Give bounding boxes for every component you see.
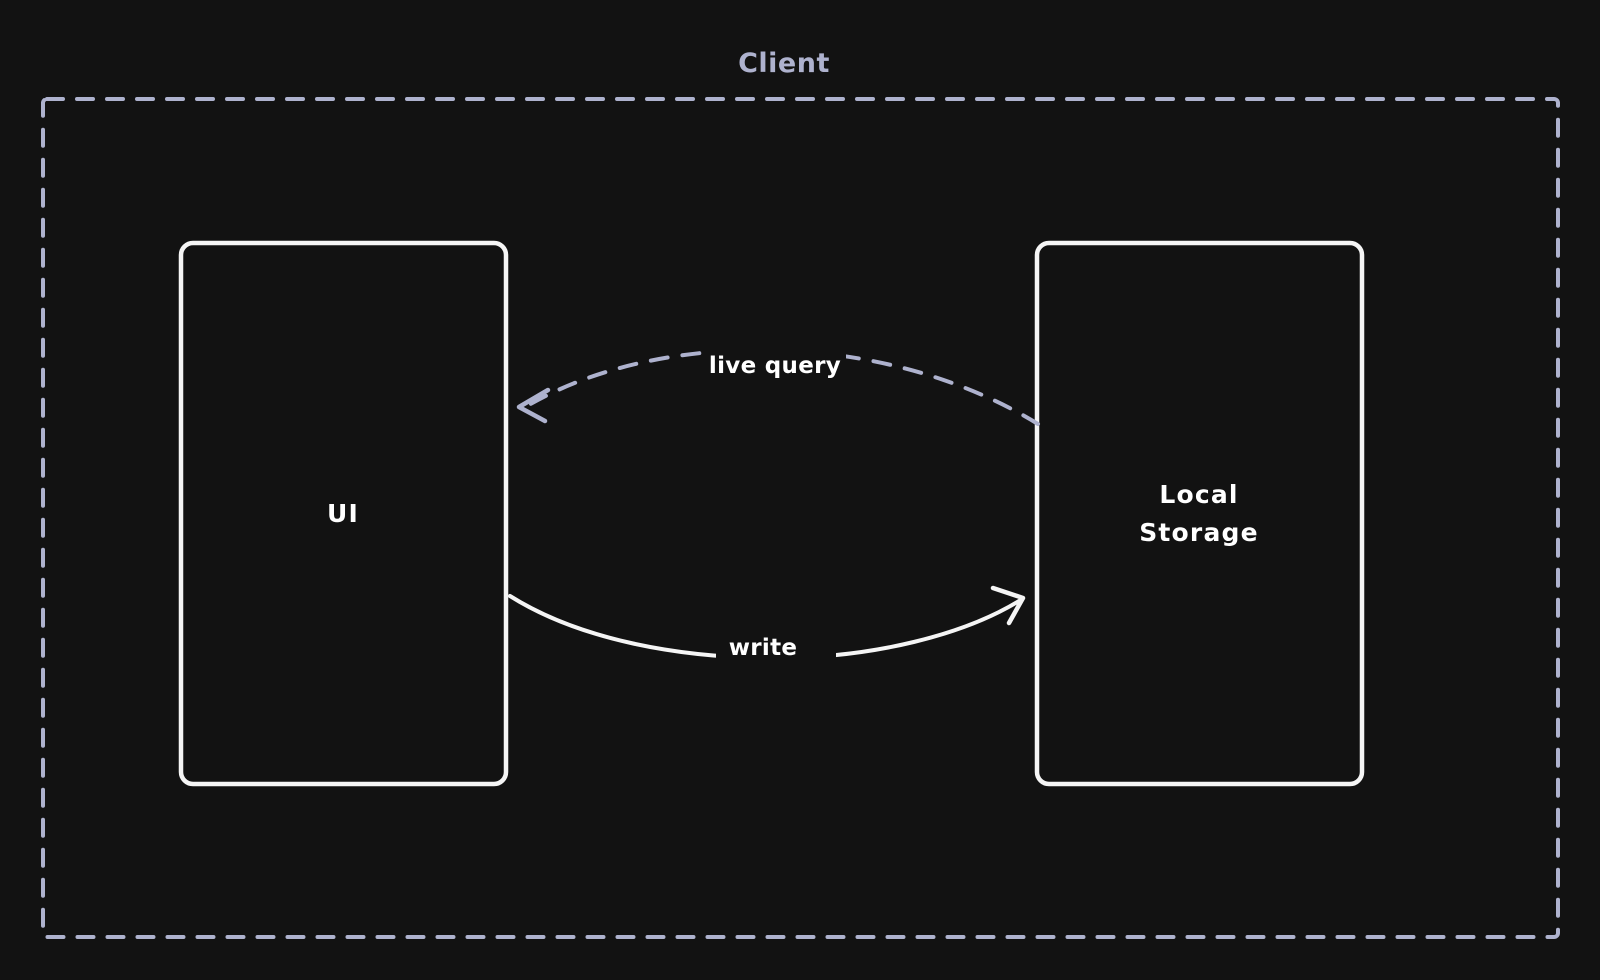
node-ui-box[interactable] [178, 240, 509, 787]
edge-write-label: write [729, 635, 798, 661]
client-boundary-rect [41, 97, 1560, 939]
edge-live-query-label: live query [709, 353, 841, 379]
group-title-client: Client [738, 48, 830, 79]
edge-write[interactable]: write [508, 585, 1026, 661]
node-ui[interactable]: UI [178, 240, 509, 787]
node-ui-label: UI [327, 499, 359, 528]
node-local-storage-label-line1: Local [1159, 480, 1238, 509]
edge-live-query-label-backdrop [702, 343, 846, 377]
node-local-storage[interactable]: Local Storage [1034, 240, 1365, 787]
edge-live-query[interactable]: live query [516, 343, 1040, 426]
edge-write-label-backdrop [716, 627, 836, 661]
edge-live-query-arrowhead-icon [516, 387, 551, 424]
node-local-storage-label-line2: Storage [1139, 518, 1259, 547]
edge-write-arrowhead-icon [990, 585, 1026, 626]
node-local-storage-box[interactable] [1034, 240, 1365, 787]
